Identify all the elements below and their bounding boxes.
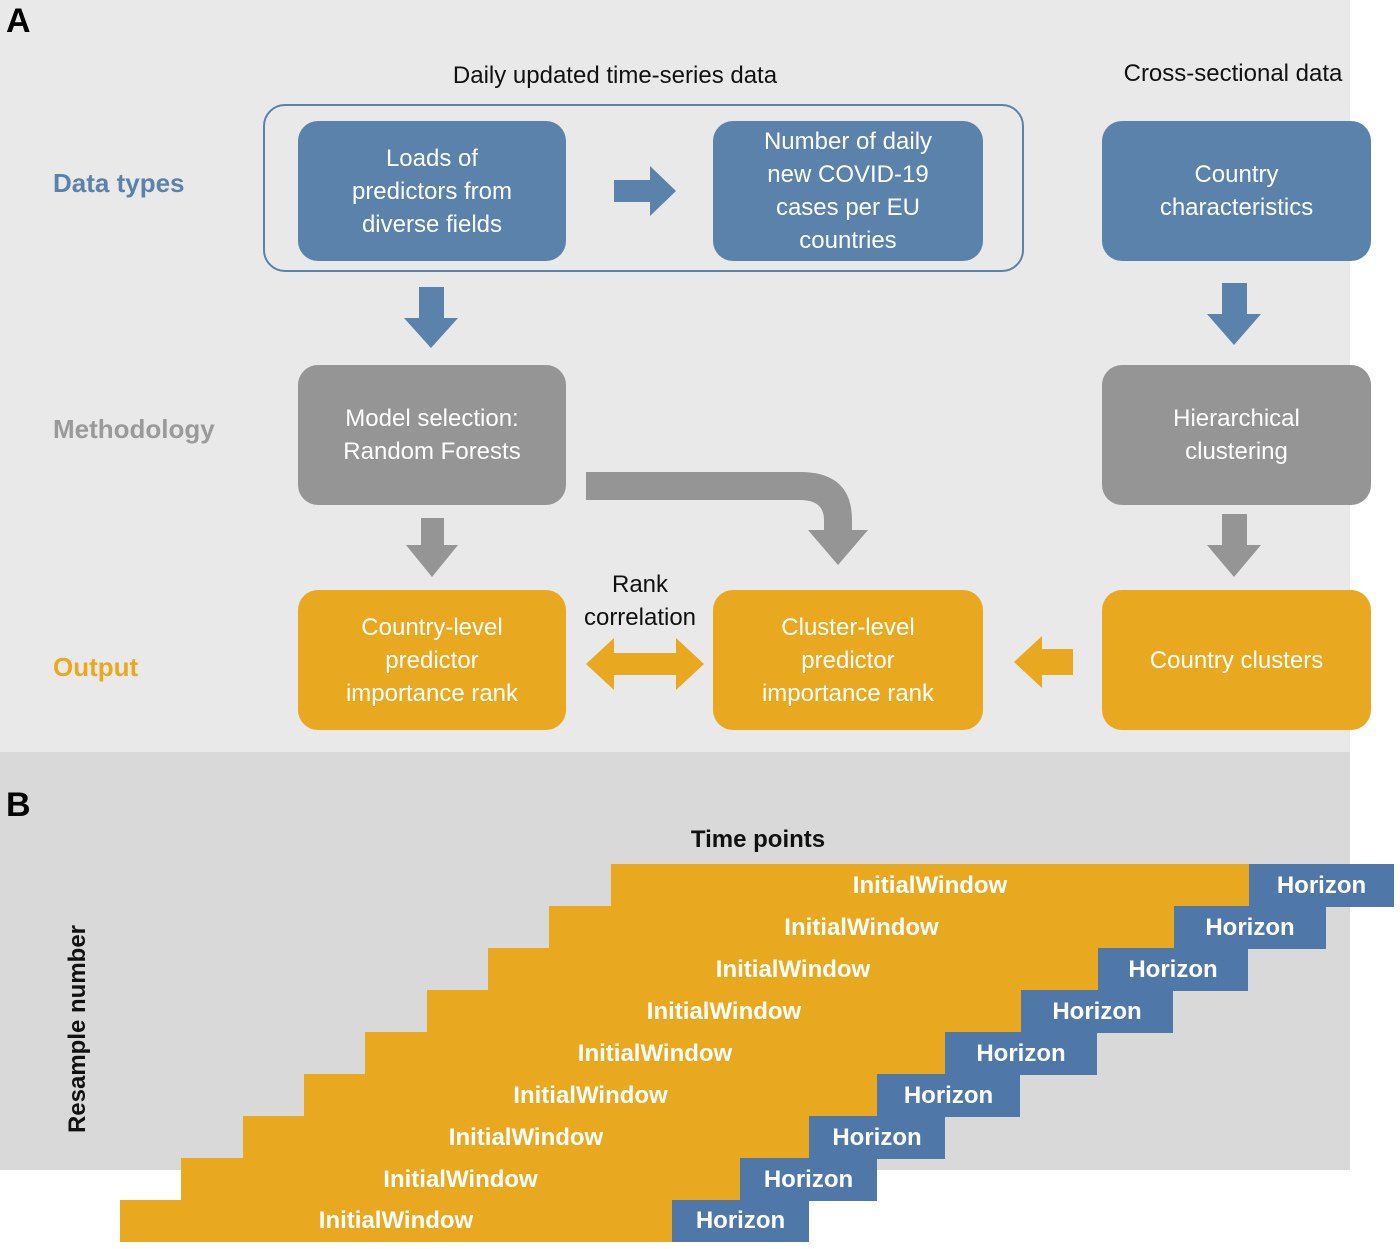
model-selection-text: Model selection: Random Forests <box>343 405 521 465</box>
horizon-segment: Horizon <box>945 1032 1097 1075</box>
predictors-text: Loads of predictors from diverse fields <box>351 144 513 238</box>
row-label-data-types: Data types <box>53 168 185 198</box>
country-rank-box: Country-level predictor importance rank <box>298 590 566 730</box>
horizon-segment: Horizon <box>1021 990 1173 1033</box>
time-series-group-outline <box>263 104 1024 272</box>
horizon-segment: Horizon <box>809 1116 945 1159</box>
rank-correlation-label: Rank correlation <box>583 571 697 631</box>
horizon-segment: Horizon <box>740 1158 877 1201</box>
arrow-down-gray-left <box>406 518 458 577</box>
arrow-double-gold <box>586 638 704 690</box>
arrow-curved-gray <box>586 472 868 565</box>
country-characteristics-text: Country characteristics <box>1159 161 1314 221</box>
initial-window-segment: InitialWindow <box>365 1032 945 1075</box>
arrow-down-blue-right <box>1207 283 1261 345</box>
arrow-right-blue <box>614 166 676 216</box>
panel-b-title: Time points <box>690 826 826 853</box>
country-clusters-text: Country clusters <box>1149 646 1324 674</box>
row-label-output: Output <box>53 652 139 682</box>
hierarchical-clustering-text: Hierarchical clustering <box>1173 405 1300 465</box>
model-selection-box: Model selection: Random Forests <box>298 365 566 505</box>
horizon-segment: Horizon <box>672 1200 809 1242</box>
cluster-rank-text: Cluster-level predictor importance rank <box>761 613 935 707</box>
arrow-left-gold <box>1014 636 1073 688</box>
initial-window-segment: InitialWindow <box>488 948 1098 991</box>
arrow-down-blue-left <box>404 287 458 348</box>
panel-b-ylabel: Resample number <box>64 924 91 1134</box>
cluster-rank-box: Cluster-level predictor importance rank <box>713 590 983 730</box>
predictors-box: Loads of predictors from diverse fields <box>298 121 566 261</box>
country-clusters-box: Country clusters <box>1102 590 1371 730</box>
initial-window-segment: InitialWindow <box>549 906 1174 949</box>
hierarchical-clustering-box: Hierarchical clustering <box>1102 365 1371 505</box>
arrow-down-gray-right <box>1207 514 1261 577</box>
covid-cases-text: Number of daily new COVID-19 cases per E… <box>763 128 933 254</box>
initial-window-segment: InitialWindow <box>427 990 1021 1033</box>
covid-cases-box: Number of daily new COVID-19 cases per E… <box>713 121 983 261</box>
heading-cross-sectional: Cross-sectional data <box>1123 60 1343 87</box>
heading-time-series: Daily updated time-series data <box>452 62 778 89</box>
horizon-segment: Horizon <box>877 1074 1020 1117</box>
country-rank-text: Country-level predictor importance rank <box>345 613 519 707</box>
horizon-segment: Horizon <box>1249 864 1394 907</box>
initial-window-segment: InitialWindow <box>304 1074 877 1117</box>
panel-b-letter: B <box>6 786 31 824</box>
initial-window-segment: InitialWindow <box>120 1200 672 1242</box>
initial-window-segment: InitialWindow <box>181 1158 740 1201</box>
initial-window-segment: InitialWindow <box>243 1116 809 1159</box>
country-characteristics-box: Country characteristics <box>1102 121 1371 261</box>
panel-a-letter: A <box>6 2 31 40</box>
horizon-segment: Horizon <box>1098 948 1248 991</box>
initial-window-segment: InitialWindow <box>611 864 1249 907</box>
row-label-methodology: Methodology <box>53 414 215 444</box>
horizon-segment: Horizon <box>1174 906 1326 949</box>
